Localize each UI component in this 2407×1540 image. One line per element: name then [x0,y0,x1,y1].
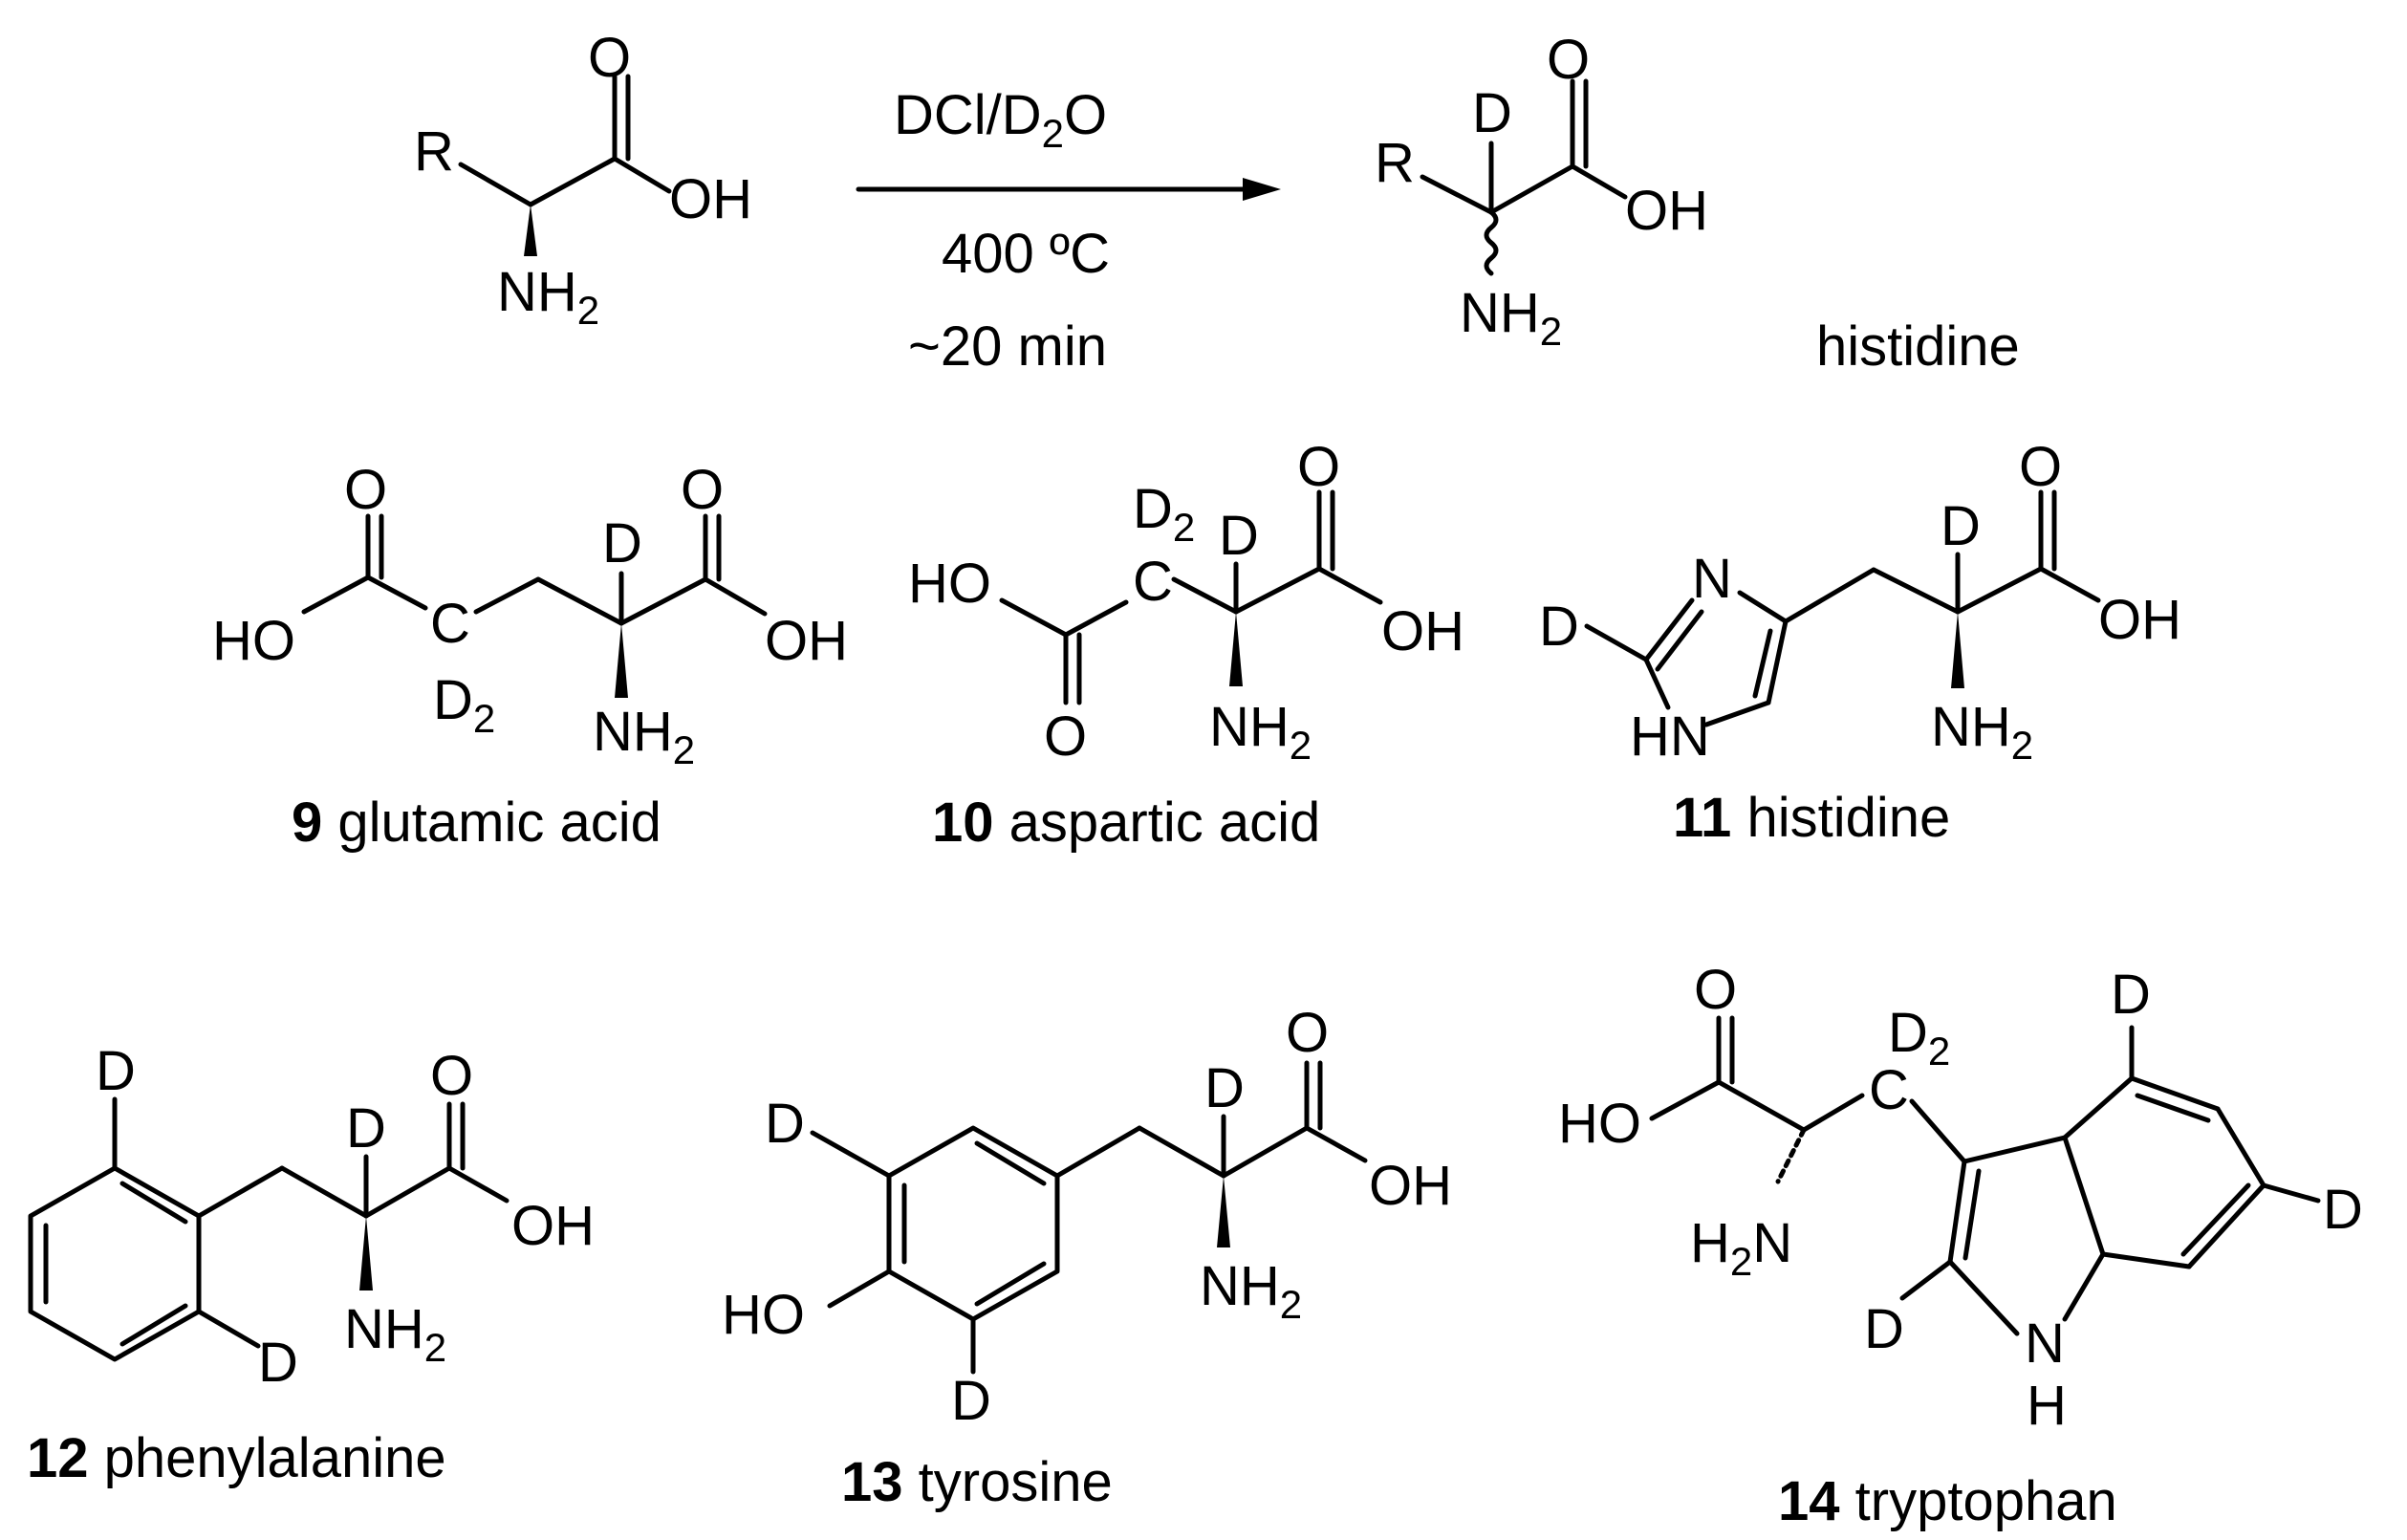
atom-C: C [1133,551,1173,613]
atom-NH2: NH2 [1200,1255,1302,1327]
atom-D: D [2111,964,2151,1026]
atom-NH-N: N [2025,1312,2065,1375]
atom-D: D [765,1093,805,1155]
atom-HO: HO [1558,1093,1641,1155]
atom-O: O [681,459,724,521]
atom-OH: OH [2098,589,2181,651]
atom-OH: OH [1369,1155,1452,1217]
compound-13-label: 13 tyrosine [841,1451,1113,1513]
temperature-label: 400 ºC [942,223,1110,285]
atom-D: D [951,1370,991,1432]
atom-NH-H: H [2027,1375,2067,1437]
atom-O: O [1297,436,1340,498]
starting-amino-acid: R O OH NH2 [414,27,752,333]
wavy-bond [1484,209,1499,276]
atom-HO: HO [722,1284,805,1346]
atom-OH: OH [1381,600,1464,662]
wedge-bond [1217,1176,1230,1247]
atom-N: N [1692,548,1732,610]
wedge-bond [615,623,628,698]
wedge-bond [524,205,537,256]
atom-O: O [1694,959,1737,1021]
atom-NH2: NH2 [497,261,599,333]
atom-D: D [1204,1057,1245,1119]
atom-NH2: NH2 [344,1298,446,1370]
benzene-ring [28,1165,202,1362]
atom-NH2: NH2 [593,701,695,772]
compound-9-structure: HO O C D2 D O OH NH2 [212,459,848,772]
atom-D2: D2 [1133,478,1195,550]
compound-13-structure: D HO D D O OH NH2 [722,1002,1452,1432]
atom-D: D [258,1332,298,1394]
time-label: ~20 min [908,315,1107,378]
wedge-bond [1229,612,1243,686]
reagent-label: DCl/D2O [894,84,1107,156]
compound-11-label: 11 histidine [1673,787,1950,849]
compound-9-label: 9 glutamic acid [292,792,661,854]
atom-HN: HN [1630,705,1710,768]
atom-D: D [1941,495,1981,557]
atom-O: O [430,1045,473,1107]
atom-D: D [1219,505,1259,567]
atom-O: O [344,459,387,521]
atom-D: D [96,1040,136,1102]
atom-D2: D2 [1888,1002,1950,1074]
atom-HO: HO [212,610,295,672]
compound-11-structure: D N HN D O OH NH2 [1539,436,2181,768]
atom-D: D [1539,596,1579,658]
atom-C: C [1869,1059,1909,1121]
wedge-bond [359,1216,373,1291]
atom-D: D [2323,1179,2363,1241]
atom-NH2: NH2 [1209,696,1312,768]
atom-O: O [588,27,631,89]
atom-D2: D2 [433,669,495,741]
atom-NH2: NH2 [1460,282,1562,354]
atom-H2N: H2N [1690,1212,1792,1284]
compound-10-structure: HO O C D2 D O OH NH2 [908,436,1464,768]
atom-NH2: NH2 [1931,696,2033,768]
reaction-arrow [856,178,1281,201]
deuterated-product: R D O OH NH2 [1375,29,1708,354]
product-note: histidine [1816,315,2020,378]
atom-D: D [1864,1298,1904,1360]
atom-OH: OH [669,168,752,230]
benzene-ring [886,1125,1060,1322]
atom-C: C [430,593,470,655]
atom-O: O [1547,29,1590,91]
atom-D: D [1472,82,1512,144]
wedge-bond [1951,612,1964,688]
compound-12-label: 12 phenylalanine [27,1427,446,1489]
compound-14-structure: HO O C D2 H2N D N H D D [1558,959,2363,1437]
compound-14-label: 14 tryptophan [1778,1470,2117,1532]
atom-OH: OH [765,610,848,672]
compound-10-label: 10 aspartic acid [932,792,1320,854]
atom-O: O [1286,1002,1329,1064]
atom-HO: HO [908,553,991,615]
atom-D: D [602,512,642,575]
compound-12-structure: D D D O OH NH2 [28,1040,595,1394]
atom-O: O [2019,436,2062,498]
atom-OH: OH [511,1195,595,1257]
atom-R: R [1375,132,1415,194]
atom-R: R [414,120,454,183]
atom-O: O [1044,705,1087,768]
atom-OH: OH [1625,180,1708,242]
atom-D: D [346,1097,386,1160]
